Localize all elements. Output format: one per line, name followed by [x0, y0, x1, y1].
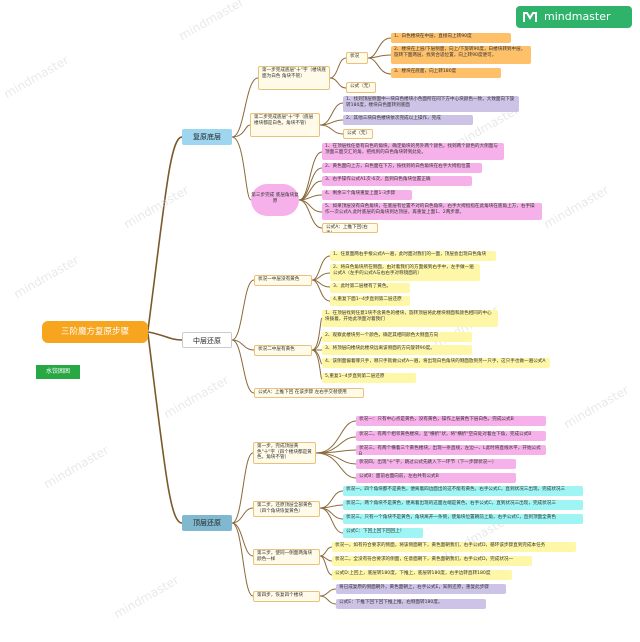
s3-step4-item[interactable]: 公式E：下推下回下回下推上推，右侧面转180度。	[336, 599, 486, 609]
s3-step1-item[interactable]: 状况一：只有中心点是黄色，没有黄色，操作上层黄色下层白色，完成公式B	[356, 416, 546, 426]
s3-step1-item[interactable]: 状况二，有两个相邻黄色楼块，呈"横折"状，将"横折"空白处对着左下角，完成公式B	[356, 431, 546, 441]
s1-step2-item[interactable]: 1、找到顶层侧面中一块白色楼块小色面所在同下方中心块颜色一致，大致面向下旋转18…	[343, 96, 519, 112]
s3-step3-item[interactable]: 公式D:上回上，底层转180度，下推上，底层转180度，右手边转直转180度	[332, 570, 512, 580]
s2-case1-item[interactable]: 1、任意面两右手根公式A一遍，此时面对我们的一面，顶层会出现白色角块	[330, 251, 496, 261]
root-topic[interactable]: 三阶魔方复原步骤	[42, 321, 148, 343]
s1-item[interactable]: 2、楼块在上层/下层侧面，向上/下旋转90度，白楼块转到中层，旋转下面两层，找到…	[391, 46, 531, 64]
s3-step1-item[interactable]: 状况三，有两个横着三个黄色楼块，出现一条直线，左边一、L此时将直线水平，开始公式…	[356, 445, 546, 455]
s1-step3-item[interactable]: 1、在顶层找任意有白色的角块，确定角块的另外两个颜色，找到两个颜色的大侧面与顶面…	[322, 143, 504, 160]
branch-root-s1	[147, 136, 183, 331]
branch-root-s2	[147, 331, 183, 341]
s3-step3[interactable]: 第三步，使同一侧面两角块颜色一样	[253, 549, 320, 565]
s1-item[interactable]: 3、楼块在底面，向上转180度	[391, 68, 501, 78]
s1-step3-item[interactable]: 2、黄色面向上方，白色面在下方，按找到的白色角块在右手大拇指位置	[322, 163, 482, 173]
s1-status[interactable]: 状况	[346, 52, 368, 64]
brand-name: mindmaster	[544, 10, 611, 23]
s3-step4-item[interactable]: 将已成复原的侧面朝外，黄色面朝上，右手公式E，知到还原，重复此步骤	[336, 584, 506, 594]
branch-root-s3	[147, 333, 183, 524]
s3-step4[interactable]: 第四步，恢复四个楼块	[253, 591, 320, 602]
s2-case1-item[interactable]: 4,重复下面1--4步直到第二层还原	[330, 296, 410, 306]
s1-step3-item[interactable]: 4、剩余三个角块重复上面1-3步骤	[322, 190, 412, 200]
s2-case2-item[interactable]: 2、观察此楼块另一个颜色，确定其相同颜色大侧面方向	[322, 332, 472, 342]
s3-step2-item[interactable]: 状况一，四个角块都不是黄色，便离着四边面出的这不能有黄色，右手公式C，直到状况三…	[343, 486, 583, 496]
s3-step2-item[interactable]: 状况二，两个角块不是黄色，便离着出现的这面左端是黄色，右手公式C，直到状况三出现…	[343, 500, 583, 510]
s2-case2-item[interactable]: 4、该侧面偏着哪只手，哪只手就做公式A一遍，将出现白色角块的侧面放到另一只手，这…	[322, 358, 550, 368]
s2-case2-item[interactable]: 5,重复1--4步直到第二层还原	[322, 373, 416, 383]
s3-step1-item[interactable]: 公式B：面前右面向前，左右共有公式B	[356, 473, 516, 483]
s1-step1[interactable]: 第一步完成底层"十"字（楼块底面为白色 角块不管）	[258, 66, 330, 90]
s3-step3-item[interactable]: 状况一，如有符合要求的侧面，将该侧面朝下，黄色面朝我们，右手公式D，循环该步骤直…	[332, 542, 576, 552]
brand-badge: mindmaster	[516, 6, 632, 28]
s2-formula[interactable]: 公式A：上推下回 在该步骤 左右手交替使用	[254, 388, 364, 398]
s3-step2-item[interactable]: 状况三，只有一个角块不是黄色，角块离开一条侧，使角块位置朝前上角，右手公式C，直…	[343, 514, 583, 524]
s2-case1-item[interactable]: 3、此时第二层楼有了黄色。	[330, 283, 410, 293]
s1-step3[interactable]: 第三步完成 底层角块复原	[251, 184, 299, 216]
section-top-layer[interactable]: 顶层还原	[182, 515, 232, 531]
s1-step2[interactable]: 第二步完成底层"十"字（底层楼块都是白色，角块不管）	[250, 113, 320, 137]
s2-case2-item[interactable]: 1、在顶层找到任意1块不含黄色的楼块，旋转顶层将此楼块侧面和颜色相同的中心块拨着…	[322, 310, 498, 327]
s3-step2-item[interactable]: 公式C：下回上回下回回上！	[343, 528, 423, 538]
s1-step2-formula[interactable]: 公式（无）	[343, 129, 373, 139]
s3-step3-item[interactable]: 状况二，全没有符合要求的侧面，任意面朝下，黄色面朝我们，右手公式D，完成状况一	[332, 556, 532, 566]
mindmaster-logo-icon	[523, 12, 537, 22]
s1-item[interactable]: 1、白色楼块在中层，直接向上转90度	[391, 33, 511, 43]
s1-step2-item[interactable]: 2、其他三块白色楼块依次完成以上操作，完成	[343, 115, 473, 125]
s2-case2[interactable]: 状况二中层有黄色	[254, 345, 312, 356]
s2-case1[interactable]: 状况一中层没有黄色	[254, 275, 312, 286]
section-bottom-layer[interactable]: 复原底层	[182, 129, 232, 145]
section-middle-layer[interactable]: 中层还原	[182, 332, 232, 348]
s3-step1-item[interactable]: 状况四，出现"十"字，跳过公式先跳入下一环节（下一步骤状况一）	[356, 459, 516, 469]
s1-step3-item[interactable]: 5、如果顶层没有白色角块，在底层有位置不对的白色角块，右手大拇指指在此角块在底角…	[322, 203, 542, 220]
s2-case1-item[interactable]: 2、将白色角块所在侧面，由对着我们的方面拨到右手中，左手做一遍公式A（左手的公式…	[330, 264, 480, 281]
s1-step3-formula[interactable]: 公式A：上推下回(右手)	[322, 223, 378, 233]
s1-step3-item[interactable]: 3、右手操作公式A1次-6次，直到白色角块位置正确	[322, 176, 472, 186]
s3-step2[interactable]: 第二步，还原顶层全部黄色（四个角块恢复黄色）	[253, 501, 320, 517]
s1-formula[interactable]: 公式（无）	[346, 82, 376, 93]
author-tag: 水饺困困	[36, 365, 80, 379]
s2-case2-item[interactable]: 3、将顶层向楼块此楼块远离该侧面的方向旋转90度。	[322, 345, 472, 355]
s3-step1[interactable]: 第一步，完成顶层黄色"十"字（四个楼块都是黄色，角块不管）	[253, 442, 316, 464]
